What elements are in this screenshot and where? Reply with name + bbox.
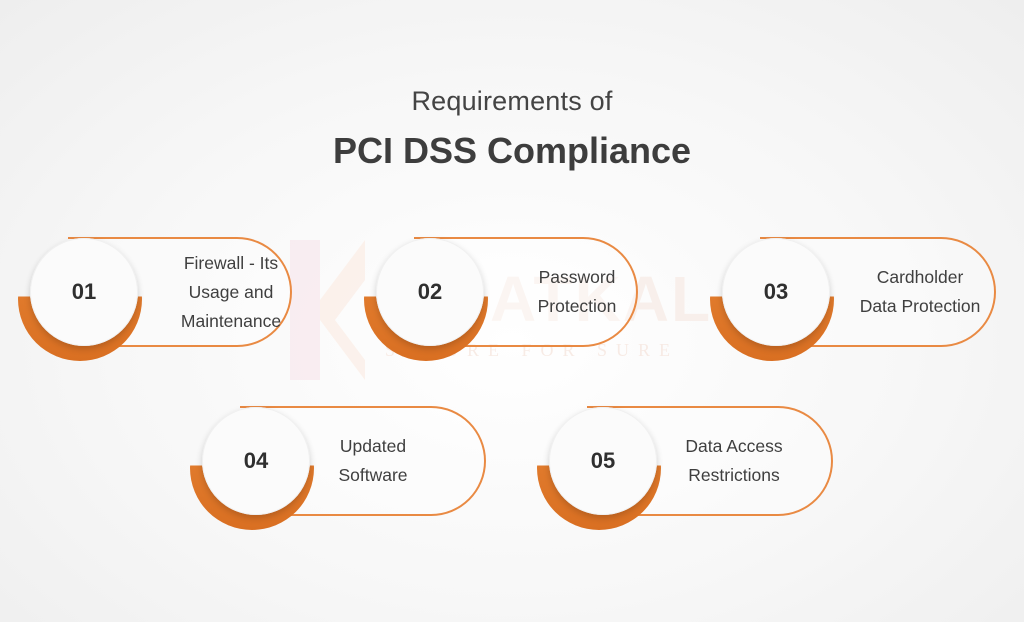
requirement-number: 01 [71,279,97,304]
requirement-label-box: Firewall - Its Usage and Maintenance [146,237,316,347]
number-badge: 02 [376,238,484,346]
requirement-label-box: Cardholder Data Protection [836,237,1004,347]
requirement-label-box: Data Access Restrictions [665,406,803,516]
requirement-item-4: 04 Updated Software [190,406,490,530]
requirement-label: Updated Software [338,436,408,485]
requirement-label: Data Access Restrictions [685,436,783,485]
requirement-item-1: 01 Firewall - Its Usage and Maintenance [18,237,318,361]
requirement-number: 02 [417,279,443,304]
number-badge: 01 [30,238,138,346]
requirement-label: Firewall - Its Usage and Maintenance [180,252,282,331]
requirement-item-2: 02 Password Protection [364,237,664,361]
requirement-label: Cardholder Data Protection [859,267,981,316]
page-title: PCI DSS Compliance [332,130,692,171]
number-badge: 03 [722,238,830,346]
requirement-item-5: 05 Data Access Restrictions [537,406,837,530]
title-line-1: Requirements of [411,86,613,116]
number-badge: 04 [202,407,310,515]
requirement-number: 05 [590,448,616,473]
requirement-item-3: 03 Cardholder Data Protection [710,237,1010,361]
requirement-number: 04 [243,448,269,473]
requirement-number: 03 [763,279,789,304]
requirement-label-box: Updated Software [318,406,428,516]
requirement-label-box: Password Protection [492,237,662,347]
requirement-label: Password Protection [537,267,617,316]
number-badge: 05 [549,407,657,515]
